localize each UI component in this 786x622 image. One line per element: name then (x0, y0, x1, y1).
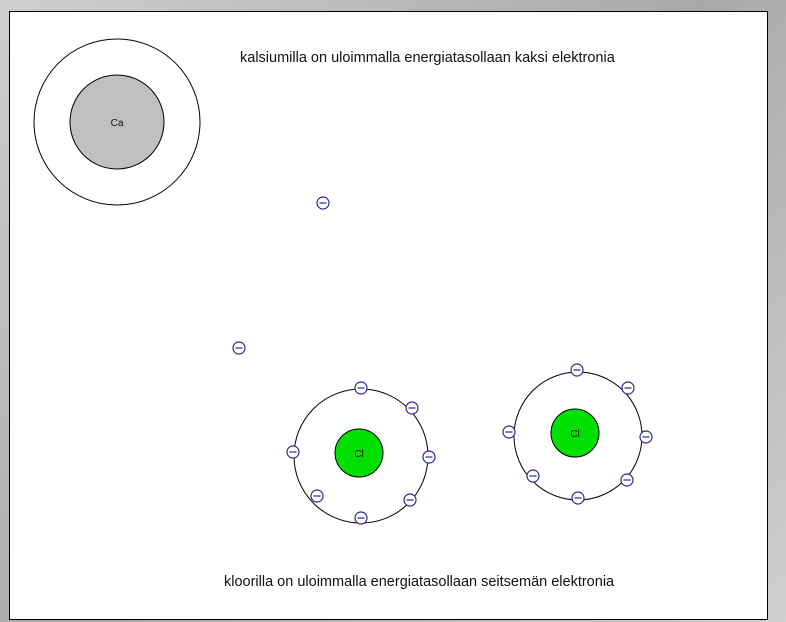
free-electron (232, 341, 246, 355)
chlorine-atom-left: Cl (286, 381, 436, 525)
electron (526, 469, 540, 483)
electron (639, 430, 653, 444)
electron (571, 491, 585, 505)
diagram-canvas: kalsiumilla on uloimmalla energiatasolla… (9, 11, 768, 620)
electron (310, 489, 324, 503)
electron (621, 381, 635, 395)
atom-diagram: Ca Cl (33, 38, 653, 525)
calcium-symbol: Ca (111, 118, 124, 129)
electron (620, 473, 634, 487)
free-electron (316, 196, 330, 210)
electron (354, 511, 368, 525)
chlorine-right-symbol: Cl (570, 429, 579, 440)
electron (422, 450, 436, 464)
chlorine-left-symbol: Cl (354, 449, 363, 460)
chlorine-left-nucleus (334, 428, 384, 478)
electron (502, 425, 516, 439)
electron (354, 381, 368, 395)
chlorine-atom-right: Cl (502, 363, 653, 505)
chlorine-right-nucleus (550, 408, 600, 458)
calcium-nucleus (69, 74, 165, 170)
calcium-atom: Ca (33, 38, 201, 206)
calcium-caption: kalsiumilla on uloimmalla energiatasolla… (240, 50, 615, 66)
electron (405, 401, 419, 415)
calcium-outer-shell (33, 38, 201, 206)
electron (403, 493, 417, 507)
electron (286, 445, 300, 459)
electron (570, 363, 584, 377)
chlorine-caption: kloorilla on uloimmalla energiatasollaan… (224, 574, 615, 590)
